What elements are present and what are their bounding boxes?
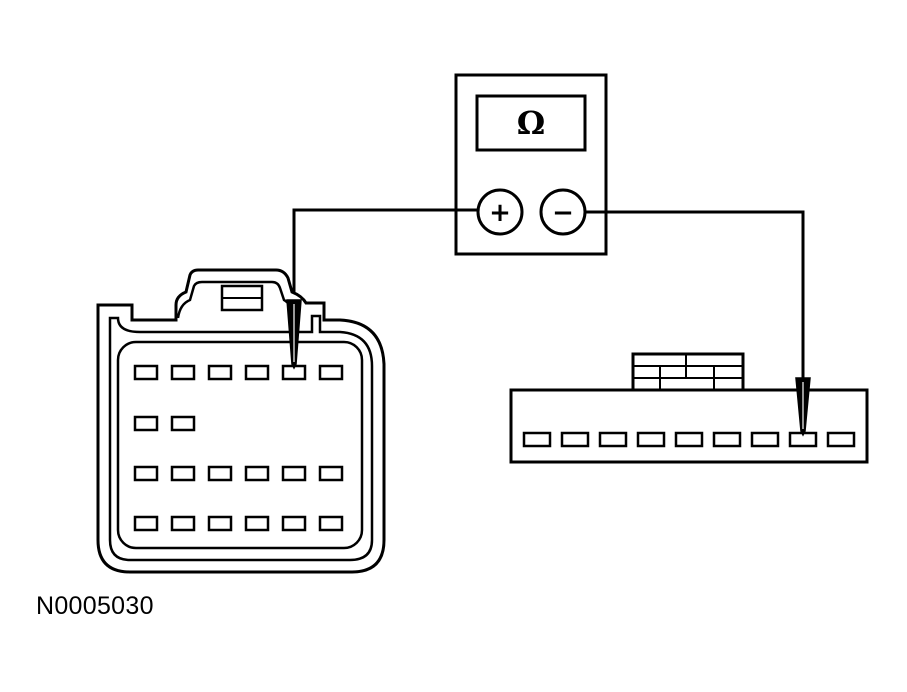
left-connector — [96, 268, 386, 574]
left-pin-r4-p2 — [170, 515, 196, 532]
left-pin-r4-p1 — [133, 515, 159, 532]
right-pin-r1-p2 — [560, 431, 590, 448]
negative-test-lead — [585, 210, 805, 378]
left-pin-r1-p4 — [244, 364, 270, 381]
left-pin-r3-p4 — [244, 465, 270, 482]
left-connector-cavity — [116, 340, 364, 550]
left-pin-r4-p3 — [207, 515, 233, 532]
positive-test-lead — [292, 208, 478, 300]
right-pin-r1-p9 — [826, 431, 856, 448]
left-pin-r3-p5 — [281, 465, 307, 482]
left-pin-r2-p2 — [170, 415, 196, 432]
right-pin-r1-p4 — [636, 431, 666, 448]
probe-tips — [286, 299, 811, 437]
left-pin-r1-p2 — [170, 364, 196, 381]
right-pin-r1-p7 — [750, 431, 780, 448]
positive-terminal-label: + — [489, 198, 511, 228]
left-pin-r1-p1 — [133, 364, 159, 381]
left-pin-r3-p6 — [318, 465, 344, 482]
left-pin-r3-p3 — [207, 465, 233, 482]
positive-terminal — [476, 188, 524, 236]
left-pin-r3-p1 — [133, 465, 159, 482]
right-pin-r1-p5 — [674, 431, 704, 448]
negative-terminal-label: − — [552, 198, 574, 228]
left-pin-r4-p5 — [281, 515, 307, 532]
right-connector-latch — [631, 352, 745, 394]
left-pin-r1-p6 — [318, 364, 344, 381]
left-pin-r4-p4 — [244, 515, 270, 532]
right-connector — [509, 352, 869, 464]
left-pin-r3-p2 — [170, 465, 196, 482]
ohmmeter-display — [475, 94, 587, 152]
left-pin-r1-p3 — [207, 364, 233, 381]
right-pin-r1-p1 — [522, 431, 552, 448]
ohm-symbol: Ω — [517, 104, 545, 142]
right-pin-r1-p6 — [712, 431, 742, 448]
left-connector-inner-wall — [108, 314, 374, 562]
right-pin-r1-p3 — [598, 431, 628, 448]
figure-id-label: N0005030 — [36, 592, 154, 620]
left-pin-r4-p6 — [318, 515, 344, 532]
right-connector-pins — [522, 431, 856, 448]
left-connector-pins — [133, 364, 344, 532]
left-pin-r2-p1 — [133, 415, 159, 432]
ohmmeter: Ω + − — [454, 73, 608, 256]
right-connector-body — [509, 388, 869, 464]
